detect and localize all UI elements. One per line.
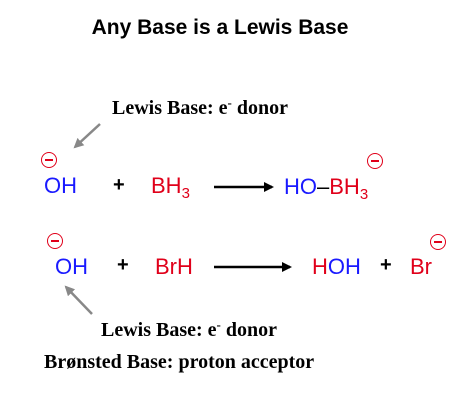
borate-product: HO–BH3 (284, 174, 368, 203)
pointer-arrow-top (73, 123, 101, 149)
water-oh: OH (327, 254, 361, 279)
lewis-base-label-bottom: Lewis Base: e- donor (101, 317, 278, 342)
borate-bh: BH (329, 174, 360, 199)
electron-superscript-bottom: - (216, 317, 221, 332)
borane-reactant: BH3 (151, 173, 190, 202)
page-title: Any Base is a Lewis Base (91, 16, 349, 39)
lewis-base-label-bottom-prefix: Lewis Base: e (101, 319, 217, 341)
lewis-base-label-top-prefix: Lewis Base: e (112, 97, 228, 119)
bronsted-base-label: Brønsted Base: proton acceptor (44, 351, 315, 373)
electron-superscript-top: - (227, 95, 232, 110)
hydroxide-reactant-2: OH (55, 254, 88, 279)
plus-sign-1: + (113, 174, 125, 196)
water-h: H (312, 254, 328, 279)
negative-charge-icon (41, 152, 57, 168)
plus-sign-3: + (380, 254, 392, 276)
negative-charge-icon (430, 234, 446, 250)
hydrogen-bromide-reactant: BrH (155, 254, 193, 279)
bromide-product: Br (410, 254, 432, 279)
lewis-base-label-bottom-suffix: donor (220, 319, 278, 341)
borate-subscript: 3 (359, 186, 369, 203)
plus-sign-2: + (117, 254, 129, 276)
borane-main: BH (151, 173, 182, 198)
negative-charge-icon (367, 153, 383, 169)
water-product: HOH (312, 256, 361, 278)
borate-bond: – (317, 174, 330, 199)
lewis-base-label-top-suffix: donor (231, 97, 289, 119)
borane-subscript: 3 (181, 185, 190, 202)
negative-charge-icon (47, 233, 63, 249)
lewis-base-label-top: Lewis Base: e- donor (112, 95, 289, 120)
pointer-arrow-bottom (64, 285, 93, 315)
borate-ho: HO (284, 174, 317, 199)
hydroxide-reactant-1: OH (44, 173, 77, 198)
